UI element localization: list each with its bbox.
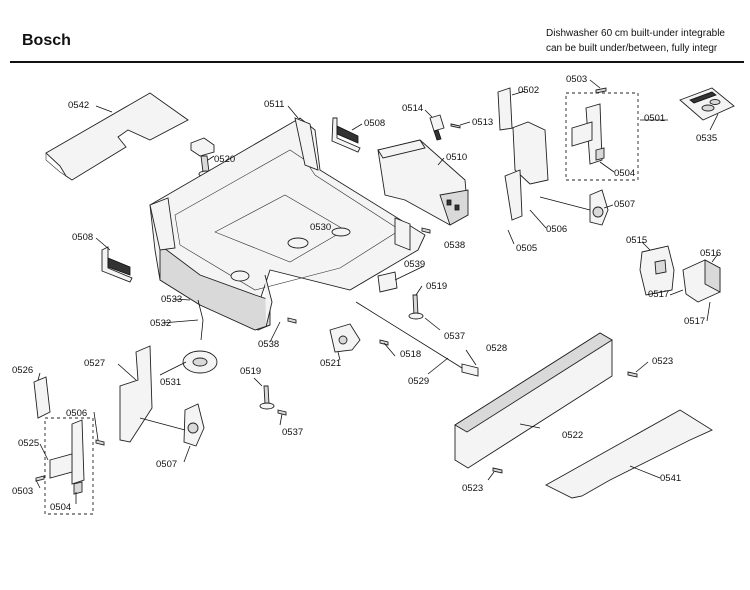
part-0525-bracket bbox=[49, 419, 85, 495]
part-0529-rod bbox=[355, 301, 479, 377]
part-0526-cover bbox=[33, 376, 51, 419]
callout-0507-lower: 0507 bbox=[156, 459, 177, 470]
part-0508-strip-upper bbox=[331, 117, 361, 153]
part-0513-screw bbox=[450, 123, 461, 129]
part-0510-housing bbox=[377, 139, 469, 251]
part-0541-plate bbox=[545, 409, 713, 499]
callout-0522: 0522 bbox=[562, 430, 583, 441]
callout-0541: 0541 bbox=[660, 473, 681, 484]
callout-0505: 0505 bbox=[516, 243, 537, 254]
part-0521-valve bbox=[329, 323, 361, 353]
part-0507-hinge-upper bbox=[539, 189, 609, 226]
part-0522-plinth bbox=[454, 332, 613, 469]
model-description-line-1: Dishwasher 60 cm built-under integrable bbox=[546, 28, 725, 39]
callout-0515: 0515 bbox=[626, 235, 647, 246]
callout-0504-lower: 0504 bbox=[50, 502, 71, 513]
callout-0537-lower: 0537 bbox=[282, 427, 303, 438]
callout-0523-lower: 0523 bbox=[462, 483, 483, 494]
callout-0523-upper: 0523 bbox=[652, 356, 673, 367]
callout-0518: 0518 bbox=[400, 349, 421, 360]
part-0502-bracket bbox=[497, 87, 549, 185]
part-0539-clip bbox=[377, 271, 398, 293]
part-0523-screw-lower bbox=[492, 467, 503, 474]
part-0505-bracket bbox=[504, 169, 523, 221]
leader-lines bbox=[35, 79, 719, 504]
callout-0503-lower: 0503 bbox=[12, 486, 33, 497]
callout-0506-upper: 0506 bbox=[546, 224, 567, 235]
callout-0519-lower: 0519 bbox=[240, 366, 261, 377]
callout-0526: 0526 bbox=[12, 365, 33, 376]
callout-0538-upper: 0538 bbox=[444, 240, 465, 251]
callout-0503-upper: 0503 bbox=[566, 74, 587, 85]
callout-0532: 0532 bbox=[150, 318, 171, 329]
part-0503-screw-upper bbox=[595, 87, 607, 94]
part-0523-screw-upper bbox=[627, 371, 638, 378]
callout-0530: 0530 bbox=[310, 222, 331, 233]
part-0538-screw-upper bbox=[421, 227, 431, 234]
part-0525-group-box bbox=[44, 417, 94, 515]
callout-labels: 0542 0511 0514 0502 0503 0501 0508 0513 … bbox=[12, 74, 721, 513]
part-0531-pulley bbox=[182, 350, 218, 374]
callout-0520: 0520 bbox=[214, 154, 235, 165]
part-0508-strip-lower bbox=[101, 246, 133, 283]
callout-0537-upper: 0537 bbox=[444, 331, 465, 342]
part-0533-hose bbox=[197, 299, 204, 341]
callout-0517-upper: 0517 bbox=[648, 289, 669, 300]
callout-0542: 0542 bbox=[68, 100, 89, 111]
part-0538-screw-lower bbox=[287, 317, 297, 324]
callout-0510: 0510 bbox=[446, 152, 467, 163]
callout-0529: 0529 bbox=[408, 376, 429, 387]
callout-0504-upper: 0504 bbox=[614, 168, 635, 179]
callout-0502: 0502 bbox=[518, 85, 539, 96]
callout-0508-lower: 0508 bbox=[72, 232, 93, 243]
part-0501-bracket bbox=[571, 103, 605, 165]
header-divider bbox=[10, 61, 744, 63]
part-0519-foot-lower bbox=[259, 385, 275, 410]
callout-0511: 0511 bbox=[264, 99, 284, 110]
callout-0528: 0528 bbox=[486, 343, 507, 354]
part-0514-sensor bbox=[429, 114, 445, 141]
callout-0516: 0516 bbox=[700, 248, 721, 259]
callout-0508-upper: 0508 bbox=[364, 118, 385, 129]
callout-0538-lower: 0538 bbox=[258, 339, 279, 350]
part-0527-bracket bbox=[119, 345, 153, 443]
callout-0513: 0513 bbox=[472, 117, 493, 128]
part-0519-foot-upper bbox=[408, 294, 424, 320]
part-0506-screw-lower bbox=[95, 439, 105, 446]
callout-0539: 0539 bbox=[404, 259, 425, 270]
part-0516-cover bbox=[682, 259, 721, 303]
callout-0514: 0514 bbox=[402, 103, 423, 114]
callout-0531: 0531 bbox=[160, 377, 181, 388]
callout-0533: 0533 bbox=[161, 294, 182, 305]
callout-0517-lower: 0517 bbox=[684, 316, 705, 327]
part-0537-screw-lower bbox=[277, 409, 287, 416]
callout-0519-upper: 0519 bbox=[426, 281, 447, 292]
part-0518-screw bbox=[379, 339, 389, 346]
part-0515-cover bbox=[639, 245, 675, 296]
part-0503-screw-lower bbox=[35, 475, 45, 482]
part-0501-group-box bbox=[565, 92, 639, 181]
callout-0525: 0525 bbox=[18, 438, 39, 449]
callout-0527: 0527 bbox=[84, 358, 105, 369]
part-0507-hinge-lower bbox=[139, 403, 205, 447]
callout-0521: 0521 bbox=[320, 358, 341, 369]
callout-0501: 0501 bbox=[644, 113, 665, 124]
callout-0506-lower: 0506 bbox=[66, 408, 87, 419]
callout-0535: 0535 bbox=[696, 133, 717, 144]
brand-name: Bosch bbox=[22, 32, 71, 49]
part-0511-base-tub bbox=[149, 117, 426, 331]
callout-0507-upper: 0507 bbox=[614, 199, 635, 210]
part-0542-plate bbox=[45, 92, 189, 181]
part-0535-label bbox=[679, 87, 735, 121]
model-description-line-2: can be built under/between, fully integr bbox=[546, 43, 718, 54]
